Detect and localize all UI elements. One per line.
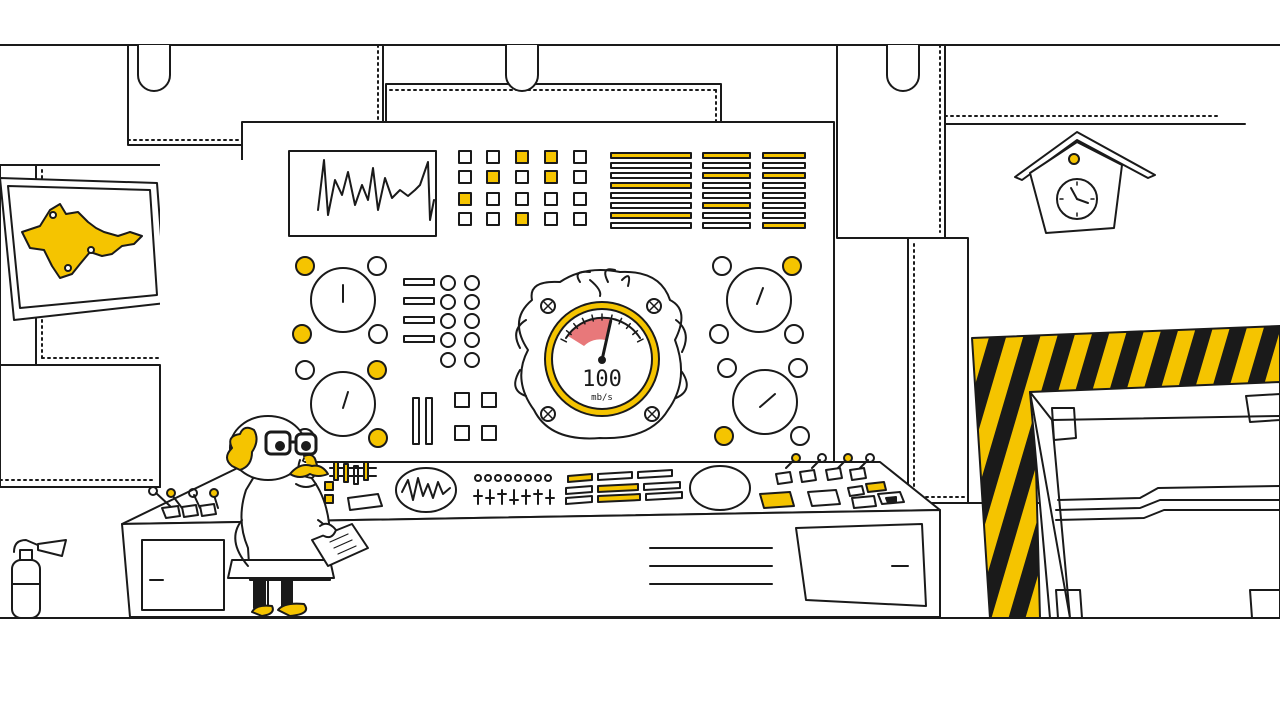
indicator-light — [515, 150, 529, 164]
indicator-light — [486, 212, 500, 226]
fader-strip — [324, 461, 383, 511]
mini-meters — [565, 469, 683, 505]
level-bars — [610, 152, 806, 229]
hazard-stripe — [972, 326, 1085, 618]
gauge-needle — [600, 319, 613, 362]
hazard-stripe — [972, 326, 1051, 618]
indicator-light — [544, 192, 558, 206]
gauge-tick — [581, 317, 586, 325]
indicator-light — [573, 170, 587, 184]
gauge-tick — [618, 317, 623, 325]
gauge-tick — [625, 322, 631, 330]
indicator-light — [486, 192, 500, 206]
cuckoo-clock-icon — [1014, 131, 1156, 234]
indicator-light — [486, 170, 500, 184]
indicator-light — [515, 170, 529, 184]
indicator-light — [458, 150, 472, 164]
gauge-tick — [573, 322, 579, 330]
gauge-unit: mb/s — [591, 393, 613, 403]
indicator-light — [458, 212, 472, 226]
indicator-light — [486, 150, 500, 164]
hazard-stripe — [972, 326, 1017, 618]
indicator-light — [573, 192, 587, 206]
indicator-light — [458, 170, 472, 184]
right-dials — [709, 256, 810, 446]
gauge-tick — [636, 338, 644, 343]
indicator-light — [544, 170, 558, 184]
indicator-light — [515, 192, 529, 206]
oscilloscope — [395, 467, 457, 513]
indicator-light-grid — [458, 150, 587, 226]
indicator-light — [573, 212, 587, 226]
large-round-button — [689, 465, 751, 511]
map-icon — [0, 177, 167, 321]
control-panel: 100 mb/s — [159, 121, 835, 488]
gauge-tick — [591, 314, 595, 322]
scientist-character — [226, 415, 369, 617]
fire-extinguisher-icon — [11, 539, 67, 619]
speed-gauge: 100 mb/s — [514, 268, 688, 440]
indicator-light — [544, 212, 558, 226]
indicator-light — [515, 212, 529, 226]
gauge-tick — [632, 329, 639, 336]
right-switches — [759, 453, 905, 509]
indicator-light — [573, 150, 587, 164]
knob-row — [473, 474, 555, 505]
waveform-monitor — [288, 150, 437, 237]
gauge-value: 100 — [582, 367, 622, 392]
indicator-light — [544, 150, 558, 164]
gauge-tick — [560, 338, 568, 343]
small-controls — [403, 275, 497, 445]
hazard-stripe-door — [971, 325, 1280, 619]
indicator-light — [458, 192, 472, 206]
gauge-tick — [565, 329, 572, 336]
